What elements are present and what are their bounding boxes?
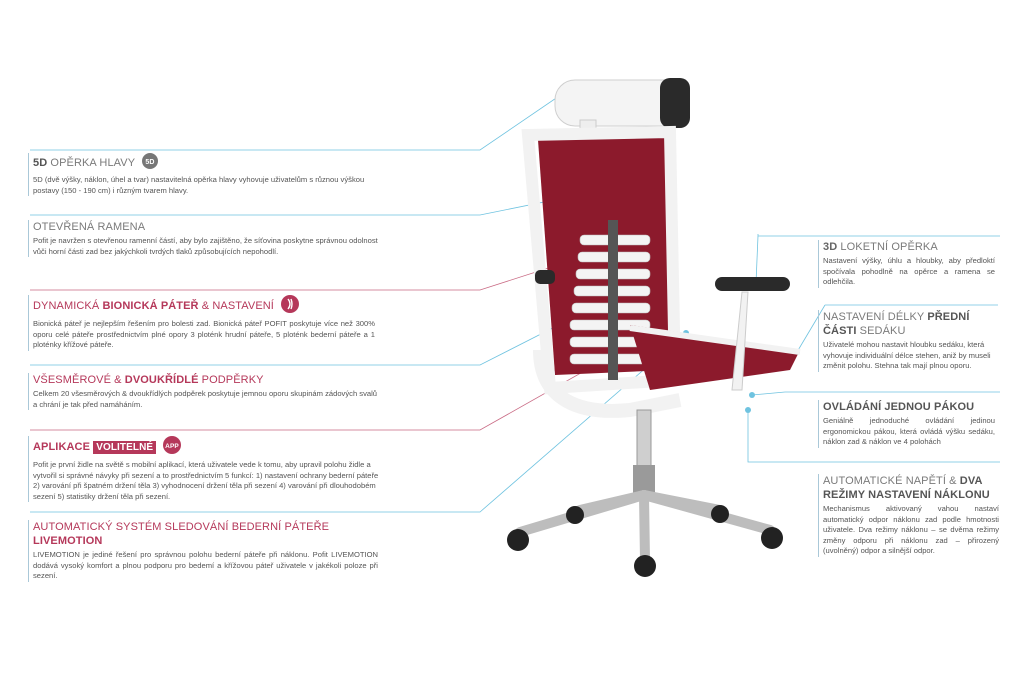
svg-text:5D: 5D [146,159,155,166]
tension-desc: Mechanismus aktivovaný vahou nastaví aut… [823,504,999,556]
lever-desc: Geniálně jednoduché ovládání jedinou erg… [823,416,995,447]
seatdepth-title-c: SEDÁKU [856,325,906,337]
headrest-title: OPĚRKA HLAVY [50,156,135,169]
livemotion-title-a: AUTOMATICKÝ SYSTÉM SLEDOVÁNÍ BEDERNÍ PÁT… [33,521,330,533]
callout-line-headrest [30,91,566,151]
shoulders-title: OTEVŘENÁ RAMENA [33,221,146,233]
headrest-desc: 5D (dvě výšky, náklon, úhel a tvar) nast… [33,175,365,195]
livemotion-title-b: LIVEMOTION [33,535,103,547]
feature-spine: DYNAMICKÁ BIONICKÁ PÁTEŘ & NASTAVENÍ Bio… [28,295,375,351]
app-badge-icon: APP [163,436,182,458]
armrest-title-b: LOKETNÍ OPĚRKA [840,241,938,253]
spine-desc: Bionická páteř je nejlepším řešením pro … [33,319,375,350]
supports-title-b: DVOUKŘÍDLÉ [124,374,199,386]
optional-tag: VOLITELNÉ [93,440,157,454]
feature-lever: OVLÁDÁNÍ JEDNOU PÁKOU Geniálně jednoduch… [818,400,995,448]
app-title: APLIKACE [33,440,94,453]
feature-livemotion: AUTOMATICKÝ SYSTÉM SLEDOVÁNÍ BEDERNÍ PÁT… [28,520,378,582]
spine-title-b: BIONICKÁ PÁTEŘ [102,299,199,312]
feature-app: APLIKACE VOLITELNÉ APP Pofit je první ži… [28,436,383,503]
seatdepth-desc: Uživatelé mohou nastavit hloubku sedáku,… [823,340,991,371]
shoulders-desc: Pofit je navržen s otevřenou ramenní čás… [33,236,378,256]
seatdepth-title-a: NASTAVENÍ DÉLKY [823,311,928,323]
feature-shoulders: OTEVŘENÁ RAMENA Pofit je navržen s otevř… [28,220,383,258]
supports-title-c: PODPĚRKY [198,374,264,386]
feature-supports: VŠESMĚROVÉ & DVOUKŘÍDLÉ PODPĚRKY Celkem … [28,373,378,411]
svg-text:APP: APP [166,443,180,450]
supports-desc: Celkem 20 všesměrových & dvoukřídlých po… [33,389,377,409]
tension-title-a: AUTOMATICKÉ NAPĚTÍ & [823,475,960,487]
spine-title-a: DYNAMICKÁ [33,299,103,312]
5d-badge-icon: 5D [142,153,159,173]
office-chair-image [507,78,801,577]
feature-headrest: 5D OPĚRKA HLAVY 5D 5D (dvě výšky, náklon… [28,153,388,197]
armrest-desc: Nastavení výšky, úhlu a hloubky, aby pře… [823,256,995,287]
spine-icon [281,295,300,317]
spine-title-c: & NASTAVENÍ [198,299,274,312]
feature-tension: AUTOMATICKÉ NAPĚTÍ & DVA REŽIMY NASTAVEN… [818,474,999,557]
feature-seat-depth: NASTAVENÍ DÉLKY PŘEDNÍ ČÁSTI SEDÁKU Uživ… [818,310,995,372]
armrest-title-a: 3D [823,241,841,253]
feature-armrest: 3D LOKETNÍ OPĚRKA Nastavení výšky, úhlu … [818,240,995,288]
app-desc: Pofit je první židle na světě s mobilní … [33,460,379,501]
tension-title-b: DVA REŽIMY NASTAVENÍ NÁKLONU [823,475,990,501]
supports-title-a: VŠESMĚROVÉ & [33,374,125,386]
seatdepth-title-b: PŘEDNÍ ČÁSTI [823,311,970,337]
lever-title: OVLÁDÁNÍ JEDNOU PÁKOU [823,401,975,413]
livemotion-desc: LIVEMOTION je jediné řešení pro správnou… [33,550,378,581]
headrest-title-prefix: 5D [33,156,51,169]
